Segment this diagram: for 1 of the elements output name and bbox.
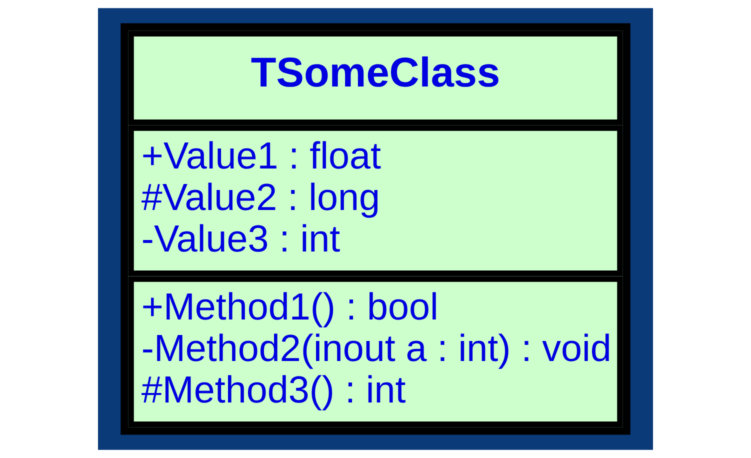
node-box: TSomeClass +Value1 : float #Value2 : long -Value3 : int +Method1() : bool -Method2(inout a : int) : void #Method3() : int bbox=[120, 23, 630, 435]
